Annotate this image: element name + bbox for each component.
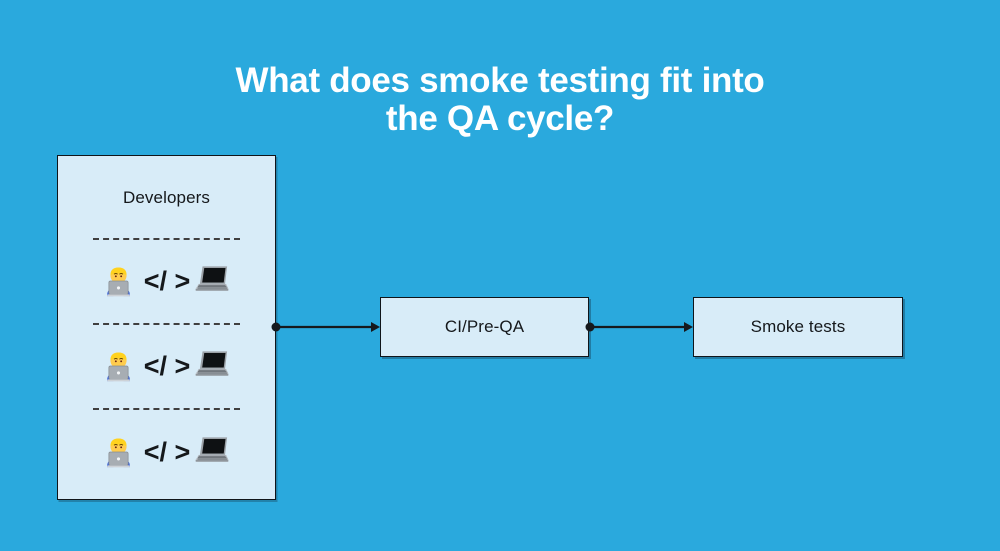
dashed-divider — [93, 323, 240, 325]
code-symbol-label: </ > — [143, 436, 191, 467]
technologist-emoji — [106, 266, 130, 296]
connector-arrow-developers-to-ci — [271, 322, 380, 332]
dashed-divider — [93, 408, 240, 410]
page-title-line1: What does smoke testing fit into — [235, 61, 765, 101]
technologist-emoji — [106, 437, 130, 467]
developer-row: </ > — [58, 344, 275, 388]
page-title-line2: the QA cycle? — [385, 99, 615, 139]
ci-pre-qa-label: CI/Pre-QA — [444, 317, 525, 336]
technologist-emoji — [106, 351, 130, 381]
dashed-divider — [93, 238, 240, 240]
developer-row: </ > — [58, 430, 275, 474]
laptop-emoji — [195, 266, 229, 291]
code-symbol-label: </ > — [143, 350, 191, 381]
laptop-emoji — [195, 351, 229, 376]
ci-pre-qa-box: CI/Pre-QA — [380, 297, 589, 357]
developer-row: </ > — [58, 259, 275, 303]
developers-box: Developers </ > — [57, 155, 276, 500]
developers-box-label: Developers — [123, 188, 210, 207]
page-title: What does smoke testing fit into the QA … — [0, 62, 1000, 138]
smoke-tests-label: Smoke tests — [750, 317, 846, 336]
laptop-emoji — [195, 437, 229, 462]
smoke-tests-box: Smoke tests — [693, 297, 903, 357]
connector-arrow-ci-to-smoke — [585, 322, 693, 332]
code-symbol-label: </ > — [143, 265, 191, 296]
